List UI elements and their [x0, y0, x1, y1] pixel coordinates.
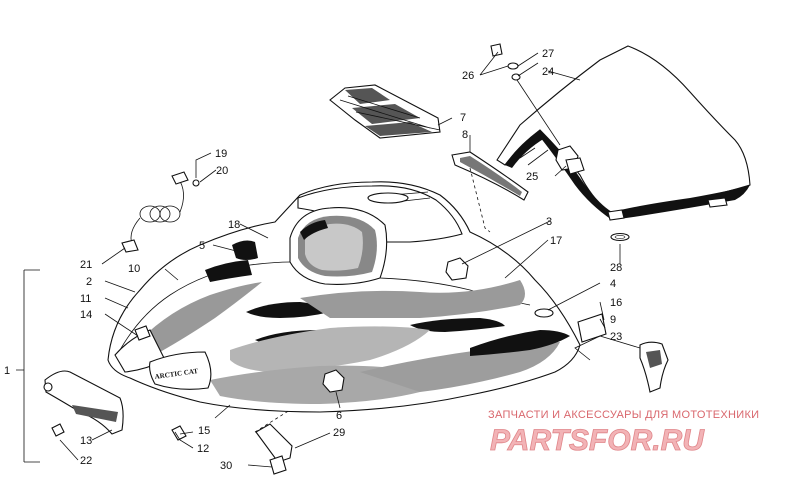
watermark-tagline: ЗАПЧАСТИ И АКСЕССУАРЫ ДЛЯ МОТОТЕХНИКИ	[488, 409, 759, 421]
callout-29: 29	[333, 427, 345, 439]
callout-13: 13	[80, 435, 92, 447]
side-panel-parts	[577, 313, 669, 393]
callout-22: 22	[80, 455, 92, 467]
callout-16: 16	[610, 297, 622, 309]
callout-12: 12	[197, 443, 209, 455]
callout-8: 8	[462, 129, 468, 141]
callout-19: 19	[215, 148, 227, 160]
callout-6: 6	[336, 410, 342, 422]
callout-30: 30	[220, 460, 232, 472]
callout-11: 11	[80, 293, 91, 305]
callout-26: 26	[462, 70, 474, 82]
callout-28: 28	[610, 262, 622, 274]
callout-1: 1	[4, 365, 10, 377]
bumper-bracket	[43, 370, 124, 437]
windshield-hardware	[490, 43, 630, 242]
hood-assembly: ARCTIC CAT	[107, 181, 581, 413]
callout-14: 14	[80, 309, 92, 321]
callout-17: 17	[550, 235, 562, 247]
cable-coil	[121, 171, 200, 253]
watermark: ЗАПЧАСТИ И АКСЕССУАРЫ ДЛЯ МОТОТЕХНИКИ PA…	[488, 409, 759, 457]
callout-20: 20	[216, 165, 228, 177]
callout-3: 3	[546, 216, 552, 228]
callout-24: 24	[542, 66, 554, 78]
callout-7: 7	[460, 112, 466, 124]
front-lower-parts	[171, 423, 293, 475]
side-trim-strip	[451, 151, 529, 201]
callout-21: 21	[80, 259, 92, 271]
callout-numbers: 1 2 3 4 5 6 7 8 9 10 11 12 13 14 15 16 1…	[4, 48, 622, 472]
watermark-brand: PARTSFOR.RU	[490, 424, 705, 457]
callout-27: 27	[542, 48, 554, 60]
callout-23: 23	[610, 331, 622, 343]
callout-25: 25	[526, 171, 538, 183]
leader-lines	[16, 51, 641, 468]
callout-10: 10	[128, 263, 140, 275]
callout-2: 2	[86, 276, 92, 288]
windshield	[496, 45, 751, 221]
top-vent-decal	[329, 84, 441, 139]
callout-18: 18	[228, 219, 240, 231]
callout-9: 9	[610, 314, 616, 326]
callout-15: 15	[198, 425, 210, 437]
callout-5: 5	[199, 240, 205, 252]
callout-4: 4	[610, 278, 616, 290]
